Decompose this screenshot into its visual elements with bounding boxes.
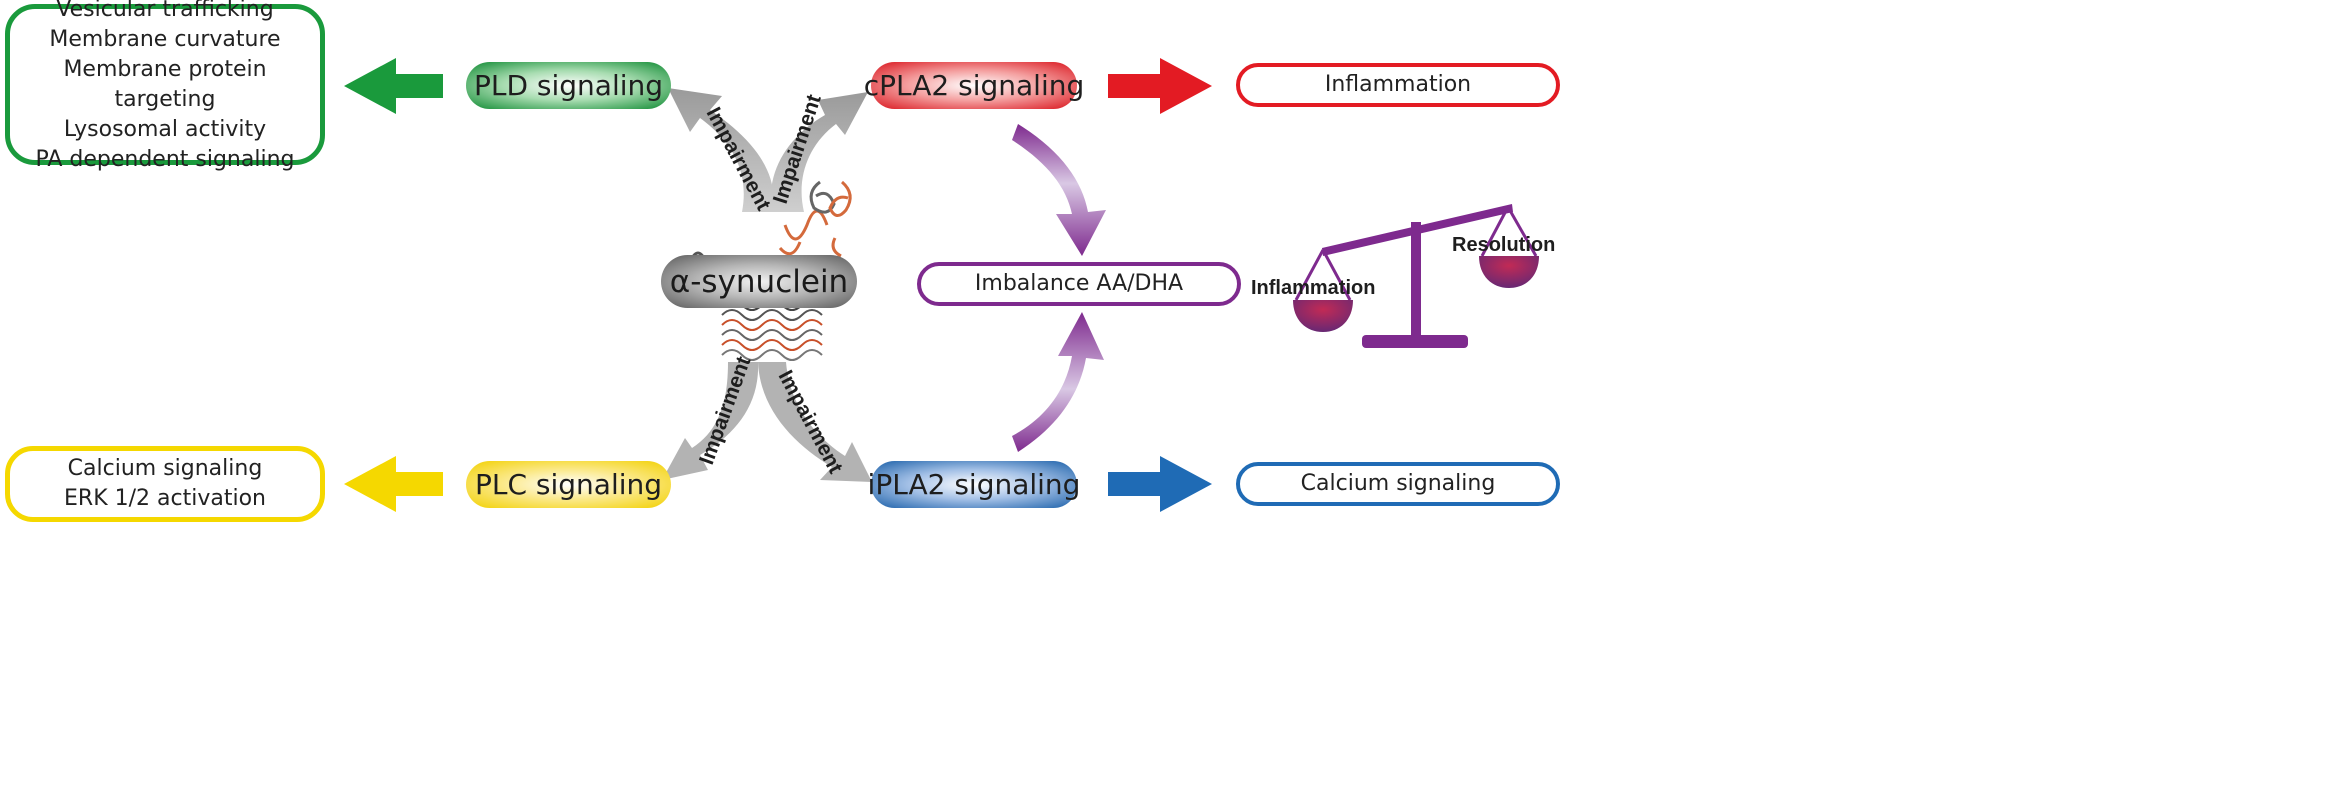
scale-base [1362, 335, 1468, 348]
arrow-pld-outcome [344, 58, 443, 114]
outcome-box-ipla2: Calcium signaling [1236, 462, 1560, 506]
outcome-pld-line: Vesicular trafficking [56, 0, 274, 22]
arrow-plc-outcome [344, 456, 443, 512]
outcome-plc-line: ERK 1/2 activation [64, 486, 266, 511]
impairment-arrow-plc [662, 362, 759, 480]
outcome-cpla2-line: Inflammation [1324, 72, 1472, 97]
imbalance-label: Imbalance AA/DHA [974, 271, 1184, 296]
plc-signaling-node: PLC signaling [466, 461, 671, 508]
scale-right-label: Resolution [1452, 234, 1556, 256]
scale-right-bowl [1479, 256, 1539, 288]
outcome-box-cpla2: Inflammation [1236, 63, 1560, 107]
cpla2-signaling-node: cPLA2 signaling [864, 62, 1084, 109]
outcome-plc-line: Calcium signaling [67, 456, 263, 481]
scale-left-label: Inflammation [1251, 277, 1376, 299]
arrow-ipla2-outcome [1108, 456, 1212, 512]
pld-signaling-node: PLD signaling [466, 62, 671, 109]
outcome-pld-line: Membrane curvature [49, 26, 281, 52]
outcome-pld-line: Lysosomal activity [63, 116, 267, 142]
scale-beam [1322, 204, 1513, 256]
ipla2-signaling-node: iPLA2 signaling [868, 461, 1080, 508]
impairment-arrow-pld [668, 88, 774, 212]
impairment-arrow-cpla2 [770, 92, 868, 212]
arrow-cpla2-imbalance [1012, 124, 1106, 256]
wave-decoration [721, 299, 823, 361]
alpha-synuclein-node: α-synuclein [661, 255, 857, 308]
impairment-label-pld: Impairment [702, 104, 775, 215]
outcome-ipla2-line: Calcium signaling [1300, 471, 1496, 496]
outcome-box-plc: Calcium signaling ERK 1/2 activation [5, 446, 325, 522]
outcome-box-pld: Vesicular trafficking Membrane curvature… [5, 0, 325, 172]
arrow-ipla2-imbalance [1012, 312, 1104, 452]
balance-scale-icon [1293, 204, 1539, 348]
arrow-cpla2-outcome [1108, 58, 1212, 114]
scale-left-bowl [1293, 300, 1353, 332]
impairment-arrow-ipla2 [758, 362, 872, 482]
outcome-pld-line: Membrane protein targeting [63, 56, 267, 112]
impairment-arrows [662, 88, 872, 482]
scale-post [1411, 222, 1421, 340]
imbalance-box: Imbalance AA/DHA [917, 262, 1241, 306]
outcome-pld-line: PA dependent signaling [35, 146, 295, 172]
scale-left-pan [1294, 249, 1352, 301]
scale-right-pan [1480, 206, 1538, 257]
